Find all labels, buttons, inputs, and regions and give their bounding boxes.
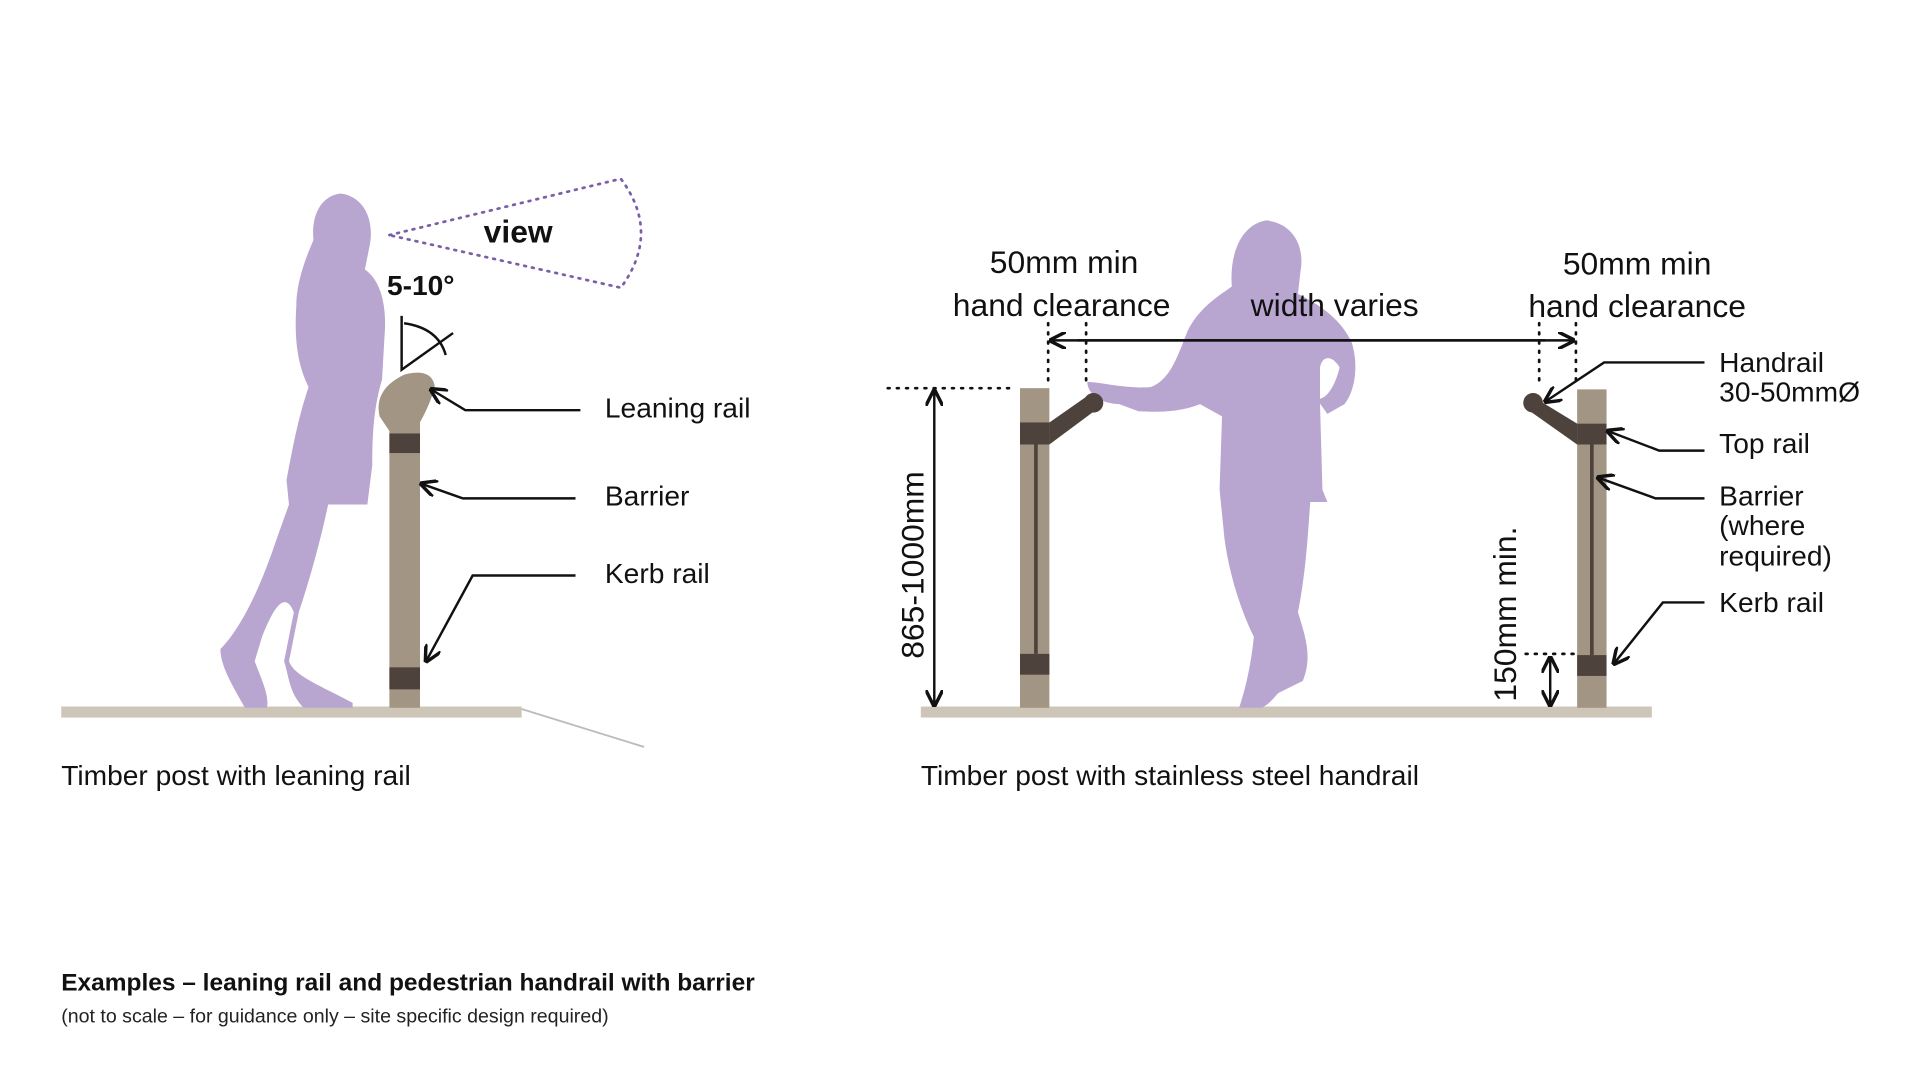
width-label: width varies <box>1250 287 1419 323</box>
callout-handrail: Handrail <box>1719 347 1824 378</box>
angle-label: 5-10° <box>387 270 455 301</box>
leaning-rail-leader <box>431 389 581 412</box>
right-caption: Timber post with stainless steel handrai… <box>921 760 1419 791</box>
angle-arc <box>403 322 447 356</box>
left-kerb-rail <box>1020 653 1050 675</box>
barrier-band <box>389 433 420 454</box>
view-cone <box>388 177 643 290</box>
kerb-rail-leader <box>426 574 576 662</box>
callout-kerb-rail: Kerb rail <box>605 558 710 589</box>
view-label: view <box>484 213 553 249</box>
clearance-right-line2: hand clearance <box>1528 288 1746 324</box>
slope-line <box>521 708 645 748</box>
left-diagram: view 5-10° Leaning rail Barrier Kerb rai… <box>61 177 751 791</box>
callout-barrier-line3: required) <box>1719 541 1832 572</box>
kerb-rail-band <box>389 667 420 690</box>
left-top-rail <box>1020 422 1050 445</box>
leaning-person-silhouette <box>220 193 386 708</box>
callout-top-rail: Top rail <box>1719 428 1810 459</box>
callout-barrier-line2: (where <box>1719 510 1805 541</box>
angle-icon <box>400 315 454 373</box>
clearance-right-line1: 50mm min <box>1563 245 1712 281</box>
handrail-leader <box>1545 361 1705 401</box>
callout-kerb-rail: Kerb rail <box>1719 587 1824 618</box>
right-diagram: 865-1000mm 50mm min hand clearance width… <box>886 220 1860 791</box>
footer-subtitle: (not to scale – for guidance only – site… <box>61 1005 608 1027</box>
callout-barrier: Barrier <box>1719 481 1803 512</box>
ground-slab <box>61 706 522 718</box>
barrier-leader <box>421 484 576 500</box>
callout-barrier: Barrier <box>605 481 689 512</box>
left-handrail <box>1083 393 1104 413</box>
right-kerb-rail <box>1577 655 1607 676</box>
leaning-rail <box>378 372 435 432</box>
top-rail-leader <box>1608 431 1705 452</box>
right-top-rail <box>1577 423 1607 445</box>
callout-leaning-rail: Leaning rail <box>605 393 751 424</box>
footer-title: Examples – leaning rail and pedestrian h… <box>61 970 755 997</box>
clearance-left-line1: 50mm min <box>990 244 1139 280</box>
kerb-height-label: 150mm min. <box>1487 527 1523 702</box>
kerb-rail-leader <box>1614 601 1705 663</box>
callout-handrail-size: 30-50mmØ <box>1719 377 1860 408</box>
barrier-leader <box>1598 478 1705 500</box>
left-caption: Timber post with leaning rail <box>61 760 411 791</box>
timber-post <box>389 416 420 708</box>
ground-slab <box>920 706 1652 718</box>
right-handrail <box>1523 393 1543 413</box>
height-label: 865-1000mm <box>894 471 930 659</box>
clearance-left-line2: hand clearance <box>953 287 1171 323</box>
